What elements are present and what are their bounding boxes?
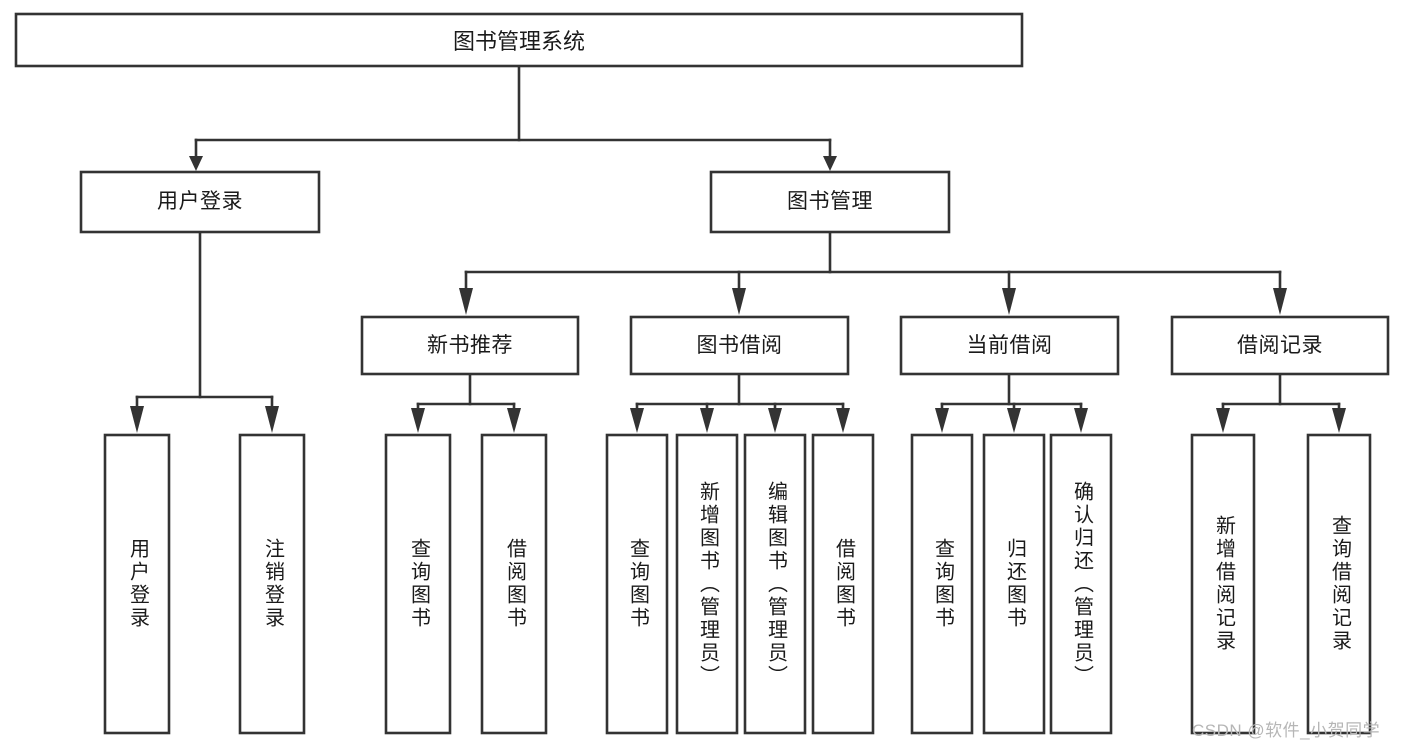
connector-root-to-level2 xyxy=(189,64,837,171)
connector-bookmgmt-to-level3 xyxy=(459,230,1287,315)
node-leaf-query-book-2[interactable] xyxy=(605,433,669,735)
node-leaf-edit-book-admin[interactable] xyxy=(743,433,807,735)
node-leaf-add-borrow-record[interactable] xyxy=(1190,433,1256,735)
connector-currentborrow-to-leaves xyxy=(935,372,1088,433)
node-leaf-confirm-return-admin[interactable] xyxy=(1049,433,1113,735)
node-leaf-query-book-1[interactable] xyxy=(384,433,452,735)
connector-recommend-to-leaves xyxy=(411,372,521,433)
node-leaf-query-borrow-record[interactable] xyxy=(1306,433,1372,735)
node-borrow-record[interactable] xyxy=(1170,315,1390,376)
node-book-borrow[interactable] xyxy=(629,315,850,376)
connector-borrowrecord-to-leaves xyxy=(1216,372,1346,433)
node-leaf-query-book-3[interactable] xyxy=(910,433,974,735)
node-leaf-borrow-book-2[interactable] xyxy=(811,433,875,735)
node-leaf-user-login[interactable] xyxy=(103,433,171,735)
node-leaf-add-book-admin[interactable] xyxy=(675,433,739,735)
connector-bookborrow-to-leaves xyxy=(630,372,850,433)
node-current-borrow[interactable] xyxy=(899,315,1120,376)
node-new-book-recommend[interactable] xyxy=(360,315,580,376)
node-leaf-return-book[interactable] xyxy=(982,433,1046,735)
node-leaf-borrow-book-1[interactable] xyxy=(480,433,548,735)
node-leaf-user-logout[interactable] xyxy=(238,433,306,735)
node-book-management[interactable] xyxy=(709,170,951,234)
connector-userlogin-to-leaves xyxy=(130,230,279,433)
node-user-login[interactable] xyxy=(79,170,321,234)
node-root[interactable] xyxy=(14,12,1024,68)
watermark-text: CSDN @软件_小贺同学 xyxy=(1192,721,1381,740)
